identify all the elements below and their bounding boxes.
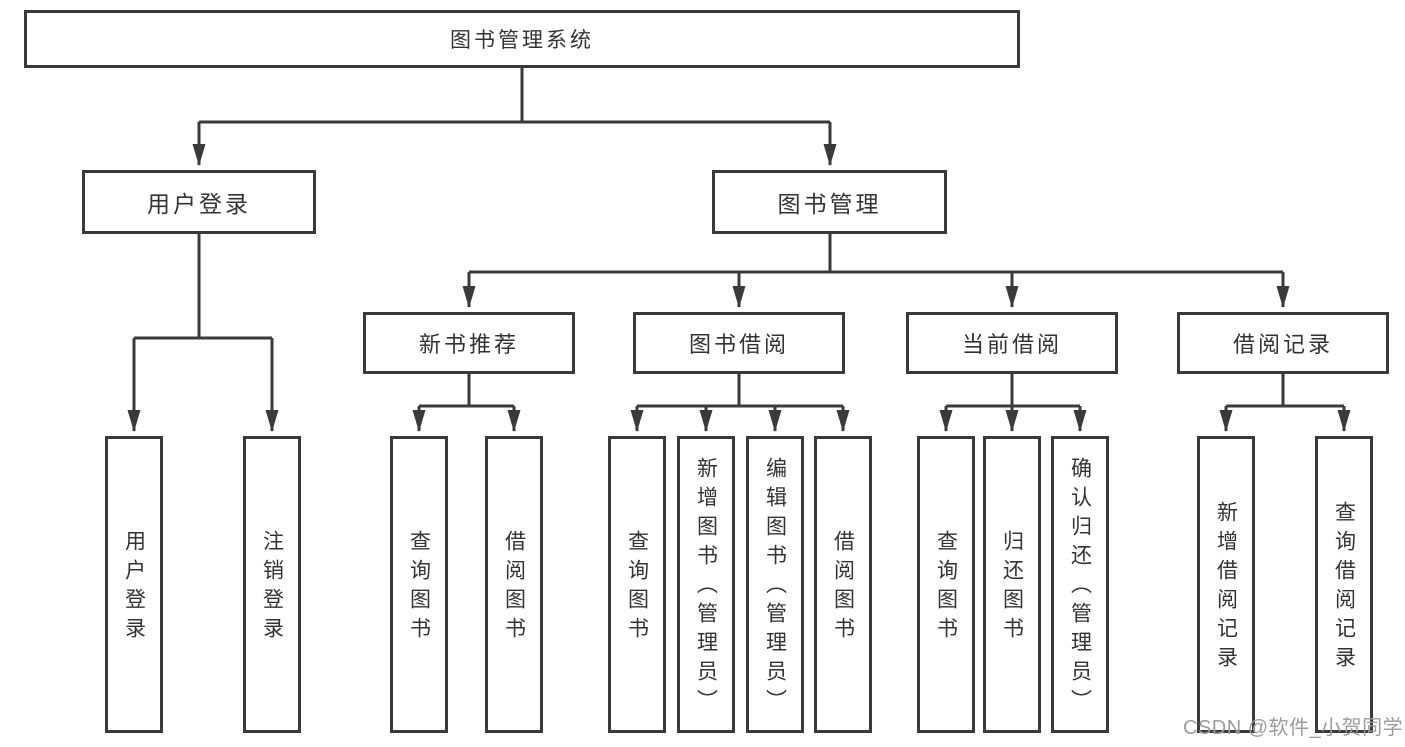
node-root-system: 图书管理系统 <box>24 10 1020 68</box>
leaf-borrow-books-recommend: 借阅图书 <box>485 436 543 733</box>
leaf-add-book-admin: 新增图书（管理员） <box>677 436 735 733</box>
node-current-borrow: 当前借阅 <box>906 312 1118 374</box>
leaf-return-book: 归还图书 <box>983 436 1041 733</box>
leaf-query-books-current: 查询图书 <box>917 436 975 733</box>
leaf-user-login: 用户登录 <box>105 436 163 733</box>
node-borrow-records: 借阅记录 <box>1177 312 1389 374</box>
node-book-borrow: 图书借阅 <box>633 312 845 374</box>
node-book-management: 图书管理 <box>712 170 947 234</box>
csdn-watermark: CSDN @软件_小贺同学 <box>1183 717 1404 739</box>
leaf-confirm-return-admin: 确认归还（管理员） <box>1051 436 1109 733</box>
leaf-add-borrow-record: 新增借阅记录 <box>1197 436 1255 733</box>
leaf-query-borrow-record: 查询借阅记录 <box>1315 436 1373 733</box>
node-new-book-recommend: 新书推荐 <box>363 312 575 374</box>
leaf-edit-book-admin: 编辑图书（管理员） <box>746 436 804 733</box>
leaf-query-books-recommend: 查询图书 <box>390 436 448 733</box>
leaf-query-books-borrow: 查询图书 <box>608 436 666 733</box>
leaf-logout: 注销登录 <box>243 436 301 733</box>
leaf-borrow-books: 借阅图书 <box>814 436 872 733</box>
node-user-login: 用户登录 <box>82 170 316 234</box>
